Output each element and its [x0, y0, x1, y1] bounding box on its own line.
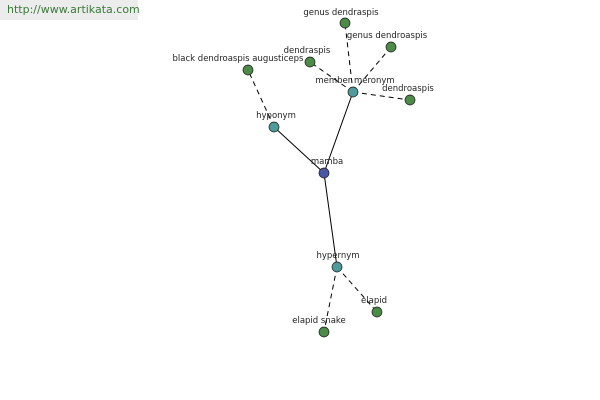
node-label-elapid-snake[interactable]: elapid snake — [292, 316, 346, 326]
node-member-meronym[interactable] — [347, 86, 359, 98]
node-label-mamba[interactable]: mamba — [311, 157, 343, 167]
edge-member_meronym-genus_dendroaspis — [352, 46, 392, 93]
node-label-elapid[interactable]: elapid — [361, 296, 387, 306]
edge-hypernym-elapid — [336, 266, 378, 313]
graph-labels: mamba hyponym member meronym hypernym black … — [173, 8, 435, 326]
edge-member_meronym-dendroaspis — [352, 91, 411, 101]
node-black-dendroaspis[interactable] — [242, 64, 254, 76]
node-label-genus-dendroaspis[interactable]: genus dendroaspis — [347, 31, 428, 41]
graph-edges — [247, 22, 411, 333]
node-hyponym[interactable] — [268, 121, 280, 133]
graph-nodes — [242, 17, 416, 338]
edge-hypernym-elapid_snake — [323, 266, 338, 333]
edge-mamba-hypernym — [323, 172, 338, 268]
site-watermark[interactable]: http://www.artikata.com — [0, 0, 140, 20]
node-mamba[interactable] — [318, 167, 330, 179]
node-genus-dendroaspis[interactable] — [385, 41, 397, 53]
node-elapid[interactable] — [371, 306, 383, 318]
node-label-dendroaspis[interactable]: dendroaspis — [382, 84, 434, 94]
edge-member_meronym-genus_dendraspis — [344, 22, 354, 93]
node-label-hypernym[interactable]: hypernym — [316, 251, 359, 261]
node-label-hyponym[interactable]: hyponym — [256, 111, 296, 121]
node-dendraspis[interactable] — [304, 56, 316, 68]
node-label-dendraspis[interactable]: dendraspis — [284, 46, 331, 56]
node-dendroaspis[interactable] — [404, 94, 416, 106]
edge-mamba-member_meronym — [323, 91, 354, 174]
edge-mamba-hyponym — [273, 126, 325, 174]
node-elapid-snake[interactable] — [318, 326, 330, 338]
node-label-genus-dendraspis[interactable]: genus dendraspis — [303, 8, 379, 18]
node-hypernym[interactable] — [331, 261, 343, 273]
edge-hyponym-black_dendroaspis — [247, 69, 275, 128]
node-label-black-dendroaspis[interactable]: black dendroaspis augusticeps — [173, 54, 305, 64]
node-label-member-meronym[interactable]: member meronym — [315, 76, 394, 86]
node-genus-dendraspis[interactable] — [339, 17, 351, 29]
